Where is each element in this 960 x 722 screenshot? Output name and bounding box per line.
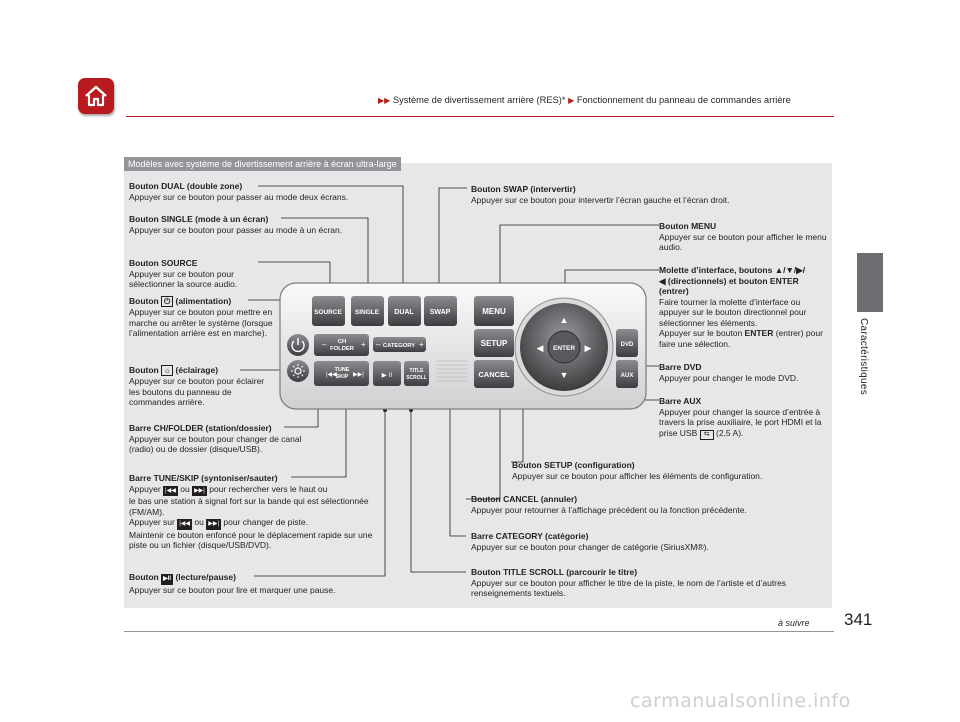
svg-text:|◀◀: |◀◀ bbox=[326, 372, 337, 378]
callout-swap: Bouton SWAP (intervertir)Appuyer sur ce … bbox=[471, 184, 730, 205]
svg-text:+: + bbox=[361, 340, 366, 349]
callout-dual: Bouton DUAL (double zone)Appuyer sur ce … bbox=[129, 181, 349, 202]
svg-text:◀: ◀ bbox=[537, 343, 544, 353]
svg-text:CH: CH bbox=[338, 339, 346, 345]
breadcrumb-arrow-icon: ▶▶ bbox=[378, 96, 391, 105]
play-pause-button[interactable]: ▶ II bbox=[373, 361, 401, 386]
dual-button[interactable]: DUAL bbox=[388, 296, 421, 326]
swap-button[interactable]: SWAP bbox=[424, 296, 457, 326]
breadcrumb-arrow-icon: ▶ bbox=[568, 96, 575, 105]
rear-control-panel: SOURCE SINGLE DUAL SWAP MENU SETUP CANCE… bbox=[279, 282, 647, 410]
svg-text:FOLDER: FOLDER bbox=[330, 346, 355, 352]
svg-text:TITLE: TITLE bbox=[410, 368, 425, 374]
svg-text:▶▶|: ▶▶| bbox=[353, 372, 364, 378]
source-button[interactable]: SOURCE bbox=[312, 296, 345, 326]
dvd-bar[interactable]: DVD bbox=[616, 329, 638, 357]
interface-dial[interactable]: ENTER ▲ ▼ ◀ ▶ bbox=[514, 297, 614, 397]
continued-label: à suivre bbox=[778, 618, 810, 628]
power-button[interactable] bbox=[287, 334, 309, 356]
svg-text:DUAL: DUAL bbox=[394, 309, 414, 316]
svg-text:MENU: MENU bbox=[482, 307, 506, 316]
category-bar[interactable]: CATEGORY– + bbox=[373, 337, 426, 352]
side-tab[interactable] bbox=[857, 253, 883, 312]
callout-power: Bouton ⏻ (alimentation) Appuyer sur ce b… bbox=[129, 296, 273, 338]
model-tag: Modèles avec système de divertissement a… bbox=[124, 157, 401, 171]
svg-text:DVD: DVD bbox=[621, 342, 634, 348]
svg-text:SOURCE: SOURCE bbox=[314, 309, 342, 316]
light-button[interactable] bbox=[287, 360, 309, 382]
setup-button[interactable]: SETUP bbox=[474, 329, 514, 357]
home-icon[interactable] bbox=[78, 78, 114, 114]
speaker-grille bbox=[436, 360, 468, 382]
skip-back-icon: |◀◀ bbox=[177, 519, 193, 530]
svg-text:TUNE: TUNE bbox=[335, 367, 350, 373]
page-number: 341 bbox=[844, 610, 873, 629]
single-button[interactable]: SINGLE bbox=[351, 296, 384, 326]
callout-light: Bouton ☼ (éclairage) Appuyer sur ce bout… bbox=[129, 365, 265, 407]
svg-text:+: + bbox=[419, 340, 424, 349]
svg-text:▲: ▲ bbox=[560, 315, 569, 325]
callout-setup: Bouton SETUP (configuration)Appuyer sur … bbox=[512, 460, 763, 481]
callout-aux: Barre AUX Appuyer pour changer la source… bbox=[659, 396, 822, 440]
callout-category: Barre CATEGORY (catégorie)Appuyer sur ce… bbox=[471, 531, 709, 552]
menu-button[interactable]: MENU bbox=[474, 296, 514, 326]
side-tab-label: Caractéristiques bbox=[858, 318, 869, 396]
watermark: carmanualsonline.info bbox=[630, 690, 851, 712]
svg-text:–: – bbox=[376, 340, 381, 349]
svg-text:▼: ▼ bbox=[560, 370, 569, 380]
callout-ch-folder: Barre CH/FOLDER (station/dossier)Appuyer… bbox=[129, 423, 302, 454]
svg-text:SETUP: SETUP bbox=[481, 339, 508, 348]
skip-forward-icon: ▶▶| bbox=[206, 519, 222, 530]
svg-text:SKIP: SKIP bbox=[336, 374, 349, 380]
callout-single: Bouton SINGLE (mode à un écran)Appuyer s… bbox=[129, 214, 343, 235]
header-rule bbox=[126, 116, 834, 117]
power-icon: ⏻ bbox=[161, 296, 174, 307]
svg-text:▶: ▶ bbox=[585, 343, 592, 353]
skip-back-icon: |◀◀ bbox=[163, 485, 178, 496]
cancel-button[interactable]: CANCEL bbox=[474, 360, 514, 388]
play-pause-icon: ▶II bbox=[161, 574, 174, 585]
svg-text:SINGLE: SINGLE bbox=[355, 309, 380, 316]
breadcrumb-item[interactable]: Système de divertissement arrière (RES)* bbox=[392, 95, 566, 105]
callout-tune-skip: Barre TUNE/SKIP (syntoniser/sauter) Appu… bbox=[129, 473, 373, 550]
footer-rule bbox=[124, 631, 834, 632]
callout-play-pause: Bouton ▶II (lecture/pause) Appuyer sur c… bbox=[129, 572, 336, 595]
breadcrumb: ▶▶ Système de divertissement arrière (RE… bbox=[378, 95, 791, 105]
callout-dial: Molette d’interface, boutons ▲/▼/▶/◀ (di… bbox=[659, 265, 823, 349]
callout-title-scroll: Bouton TITLE SCROLL (parcourir le titre)… bbox=[471, 567, 786, 598]
svg-text:SCROLL: SCROLL bbox=[406, 375, 427, 381]
usb-icon: ⇆ bbox=[699, 429, 714, 440]
callout-cancel: Bouton CANCEL (annuler)Appuyer pour reto… bbox=[471, 494, 747, 515]
light-icon: ☼ bbox=[161, 365, 174, 376]
svg-text:–: – bbox=[322, 340, 327, 349]
aux-bar[interactable]: AUX bbox=[616, 360, 638, 388]
svg-text:▶ II: ▶ II bbox=[382, 372, 393, 379]
breadcrumb-item[interactable]: Fonctionnement du panneau de commandes a… bbox=[576, 95, 791, 105]
skip-forward-icon: ▶▶| bbox=[192, 485, 207, 496]
svg-text:AUX: AUX bbox=[621, 373, 634, 379]
svg-text:ENTER: ENTER bbox=[553, 345, 575, 352]
svg-text:CANCEL: CANCEL bbox=[478, 370, 510, 379]
svg-text:SWAP: SWAP bbox=[430, 309, 451, 316]
svg-text:CATEGORY: CATEGORY bbox=[383, 343, 415, 349]
